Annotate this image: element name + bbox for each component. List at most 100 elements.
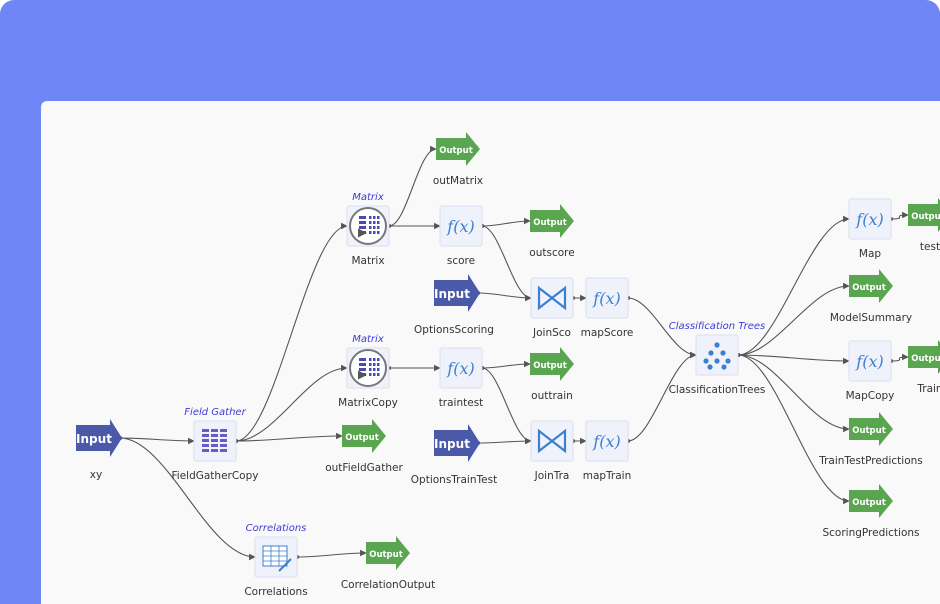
matrix-icon bbox=[349, 207, 387, 245]
optionsScoring-label: OptionsScoring bbox=[414, 324, 494, 336]
node-outFieldGather[interactable]: Output outFieldGather bbox=[325, 419, 403, 474]
classificationTrees-tile bbox=[695, 334, 739, 376]
xy-input-arrow-icon bbox=[76, 419, 122, 457]
outscore-label: outscore bbox=[529, 247, 574, 259]
function-icon: f(x) bbox=[855, 352, 883, 371]
trainTestPredictions-pin-text: Output bbox=[852, 426, 886, 436]
joinSco-label: JoinSco bbox=[532, 327, 571, 339]
wire-classificationTrees-to-mapCopy[interactable] bbox=[737, 354, 850, 365]
node-test[interactable]: Outputtest bbox=[908, 198, 940, 253]
test-pin-text: Output bbox=[911, 212, 940, 222]
fieldGatherCopy-group-label: Field Gather bbox=[184, 407, 246, 418]
node-mapScore[interactable]: f(x) mapScore bbox=[581, 277, 634, 339]
node-mapTrain[interactable]: f(x)mapTrain bbox=[583, 420, 632, 482]
wire-xy-to-fieldGatherCopy[interactable] bbox=[119, 437, 195, 445]
scoringPredictions-label: ScoringPredictions bbox=[822, 527, 919, 539]
connections bbox=[118, 145, 909, 561]
outFieldGather-output-arrow-icon bbox=[342, 419, 386, 453]
wire-correlations-to-correlationOutput[interactable] bbox=[296, 549, 367, 558]
modelSummary-label: ModelSummary bbox=[830, 312, 912, 324]
wire-optionsTrainTest-to-joinTra[interactable] bbox=[477, 437, 532, 445]
node-mapCopy[interactable]: f(x)MapCopy bbox=[846, 340, 895, 402]
test-output-arrow-icon bbox=[908, 198, 940, 232]
classificationTrees-label: ClassificationTrees bbox=[669, 384, 766, 396]
node-joinSco[interactable]: JoinSco bbox=[530, 277, 574, 339]
optionsTrainTest-label: OptionsTrainTest bbox=[411, 474, 497, 486]
outFieldGather-pin-text: Output bbox=[345, 433, 379, 443]
outMatrix-pin-text: Output bbox=[439, 146, 473, 156]
traintest-fx-text: f(x) bbox=[446, 359, 474, 378]
wire-classificationTrees-to-map[interactable] bbox=[737, 215, 850, 356]
joinTra-label: JoinTra bbox=[534, 470, 570, 482]
wire-classificationTrees-to-trainTestPredictions[interactable] bbox=[737, 354, 850, 433]
matrix-group-label: Matrix bbox=[352, 192, 384, 203]
wire-optionsScoring-to-joinSco[interactable] bbox=[477, 292, 532, 302]
optionsScoring-input-arrow-icon bbox=[434, 274, 480, 312]
outtrain-pin-text: Output bbox=[533, 361, 567, 371]
xy-pin-text: Input bbox=[76, 432, 112, 446]
correlationOutput-output-arrow-icon bbox=[366, 536, 410, 570]
traintest-tile bbox=[439, 347, 483, 389]
node-traintest[interactable]: f(x) traintest bbox=[439, 347, 484, 409]
scoringPredictions-output-arrow-icon bbox=[849, 484, 893, 518]
wire-traintest-to-joinTra[interactable] bbox=[481, 367, 532, 445]
optionsScoring-pin-text: Input bbox=[434, 287, 470, 301]
wire-traintest-to-outtrain[interactable] bbox=[481, 360, 531, 369]
function-icon: f(x) bbox=[592, 289, 620, 308]
map-label: Map bbox=[859, 248, 881, 260]
mapScore-tile bbox=[585, 277, 629, 319]
mapCopy-fx-text: f(x) bbox=[855, 352, 883, 371]
mapScore-fx-text: f(x) bbox=[592, 289, 620, 308]
wire-fieldGatherCopy-to-outFieldGather[interactable] bbox=[235, 432, 343, 442]
wire-map-to-test[interactable] bbox=[890, 211, 909, 220]
wire-score-to-joinSco[interactable] bbox=[481, 225, 532, 302]
wire-mapScore-to-classificationTrees[interactable] bbox=[627, 297, 697, 359]
mapTrain-fx-text: f(x) bbox=[592, 432, 620, 451]
wire-score-to-outscore[interactable] bbox=[481, 217, 531, 227]
wire-mapTrain-to-classificationTrees[interactable] bbox=[627, 351, 697, 442]
function-icon: f(x) bbox=[855, 210, 883, 229]
train-label: Train bbox=[916, 383, 940, 395]
node-score[interactable]: f(x)score bbox=[439, 205, 483, 267]
wire-classificationTrees-to-scoringPredictions[interactable] bbox=[737, 354, 850, 505]
score-tile bbox=[439, 205, 483, 247]
mapScore-label: mapScore bbox=[581, 327, 634, 339]
wire-fieldGatherCopy-to-matrix[interactable] bbox=[235, 222, 348, 442]
correlationOutput-pin-text: Output bbox=[369, 550, 403, 560]
wire-xy-to-correlations[interactable] bbox=[119, 437, 256, 561]
traintest-label: traintest bbox=[439, 397, 484, 409]
wire-classificationTrees-to-modelSummary[interactable] bbox=[737, 282, 850, 356]
score-label: score bbox=[447, 255, 475, 267]
wire-mapCopy-to-train[interactable] bbox=[890, 353, 909, 362]
scoringPredictions-pin-text: Output bbox=[852, 498, 886, 508]
correlationOutput-label: CorrelationOutput bbox=[341, 579, 435, 591]
fieldGatherCopy-label: FieldGatherCopy bbox=[172, 470, 259, 482]
trainTestPredictions-label: TrainTestPredictions bbox=[818, 455, 923, 467]
node-map[interactable]: f(x) Map bbox=[848, 198, 892, 260]
wire-matrix-to-outMatrix[interactable] bbox=[388, 145, 437, 227]
wire-fieldGatherCopy-to-matrixCopy[interactable] bbox=[235, 364, 348, 442]
outFieldGather-label: outFieldGather bbox=[325, 462, 403, 474]
field-gather-icon bbox=[202, 429, 227, 452]
node-joinTra[interactable]: JoinTra bbox=[530, 420, 574, 482]
optionsTrainTest-pin-text: Input bbox=[434, 437, 470, 451]
